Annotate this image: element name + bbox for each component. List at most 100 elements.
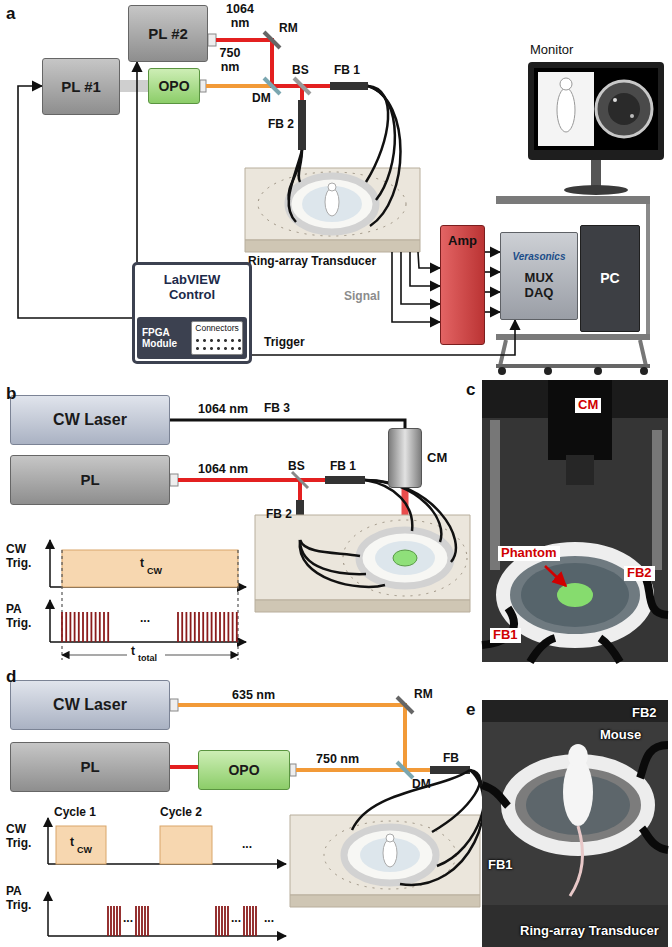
optical-fiber [432,770,480,832]
cw-laser: CW Laser [10,680,170,730]
cart [496,196,650,204]
wavelength-label: 1064 nm [198,402,248,416]
optical-fiber [289,150,302,222]
monitor-drawing [534,68,658,150]
node-text: Connectors [195,324,238,334]
timing-axis [49,600,51,642]
panel-letter: b [6,384,16,404]
mouse-photo [482,700,668,722]
monitor-drawing [560,78,572,90]
mouse-photo [563,758,593,826]
ring-transducer [375,541,435,575]
ring-transducer [325,188,339,216]
timing-label: CW Trig. [6,543,46,571]
optical-fiber [365,480,456,562]
laser-lens [170,699,178,711]
phantom-photo [521,563,629,627]
wavelength-label: 1064 nm [198,462,248,476]
fiber-connector [298,100,306,150]
platform [290,815,480,907]
opo-box: OPO [148,68,200,104]
mouse-photo [482,785,508,806]
mouse-photo [482,700,668,947]
timing-label: t [140,557,144,571]
node-text: Amp [448,234,477,249]
wavelength-label: 635 nm [232,688,275,702]
optical-fiber [300,540,366,574]
node-text: FPGA Module [142,327,190,350]
timing-axis [47,892,49,936]
node-text: CM [427,451,447,466]
phantom-photo [652,430,662,570]
node-text: CW Laser [53,411,127,429]
monitor-drawing [538,72,594,146]
mirror [397,697,413,778]
monitor-drawing [557,88,575,132]
cart [544,367,552,375]
optical-fiber [368,86,401,226]
mouse-photo [642,828,668,850]
photo-label: FB2 [632,706,657,721]
optical-fiber [352,770,484,885]
cw-pulse [160,826,212,864]
node-text: LabVIEW Control [147,273,237,303]
photo-label: Mouse [600,728,641,743]
laser-lens [170,474,178,486]
optic-label: DM [412,778,431,792]
timing-label: PA Trig. [6,603,46,631]
laser-lens [200,80,206,92]
optical-fiber [352,770,470,830]
ring-transducer [344,827,436,883]
timing-label: Cycle 1 [54,806,96,820]
fiber-connector [298,82,368,150]
cart [646,204,650,334]
optic-label: FB 1 [330,460,356,474]
fiber-connector [325,476,365,484]
ellipsis: ... [242,838,252,852]
laptop: LabVIEW ControlFPGA Module Connectors [132,262,252,364]
cart [594,367,602,375]
phantom-photo [545,566,566,586]
ellipsis: ... [123,912,133,926]
optical-fiber [368,86,395,200]
node-text: Monitor [530,43,573,58]
signal-arrow [485,311,500,313]
monitor-drawing [613,98,617,102]
phantom-photo [600,638,620,662]
pulsed-laser: PL [10,742,170,792]
node-text: Ring-array Transducer [248,255,376,269]
timing-axis [47,818,49,864]
lens-coupler [120,80,148,92]
photo-label: FB2 [624,566,655,581]
photo-label: FB1 [490,628,521,643]
timing-subscript: total [138,653,157,663]
platform [343,520,467,596]
panel-letter: d [6,667,16,687]
pulsed-laser: PL [10,455,170,505]
mirror [397,697,413,713]
mirror [264,32,310,94]
timing-subscript: CW [77,845,92,855]
trigger-line [18,86,132,318]
opo-box: OPO [198,750,290,790]
phantom-photo [482,380,668,662]
timing-label: t [70,836,74,850]
optic-label: FB 2 [266,508,292,522]
pc-tower: PC [580,225,640,332]
wavelength-label: 1064 nm [220,2,260,31]
laser-beam [170,765,198,769]
time-span [62,550,238,660]
time-span [62,654,127,655]
ring-transducer [383,839,397,867]
ring-transducer [359,530,451,586]
pulsed-laser: PL #1 [42,58,120,115]
fiber-connector [330,82,368,90]
phantom-photo [548,380,612,460]
signal-arrow [401,252,440,304]
signal-arrow [392,252,440,322]
platform [245,168,420,252]
optical-fiber [289,86,401,226]
ring-transducer [386,834,394,842]
